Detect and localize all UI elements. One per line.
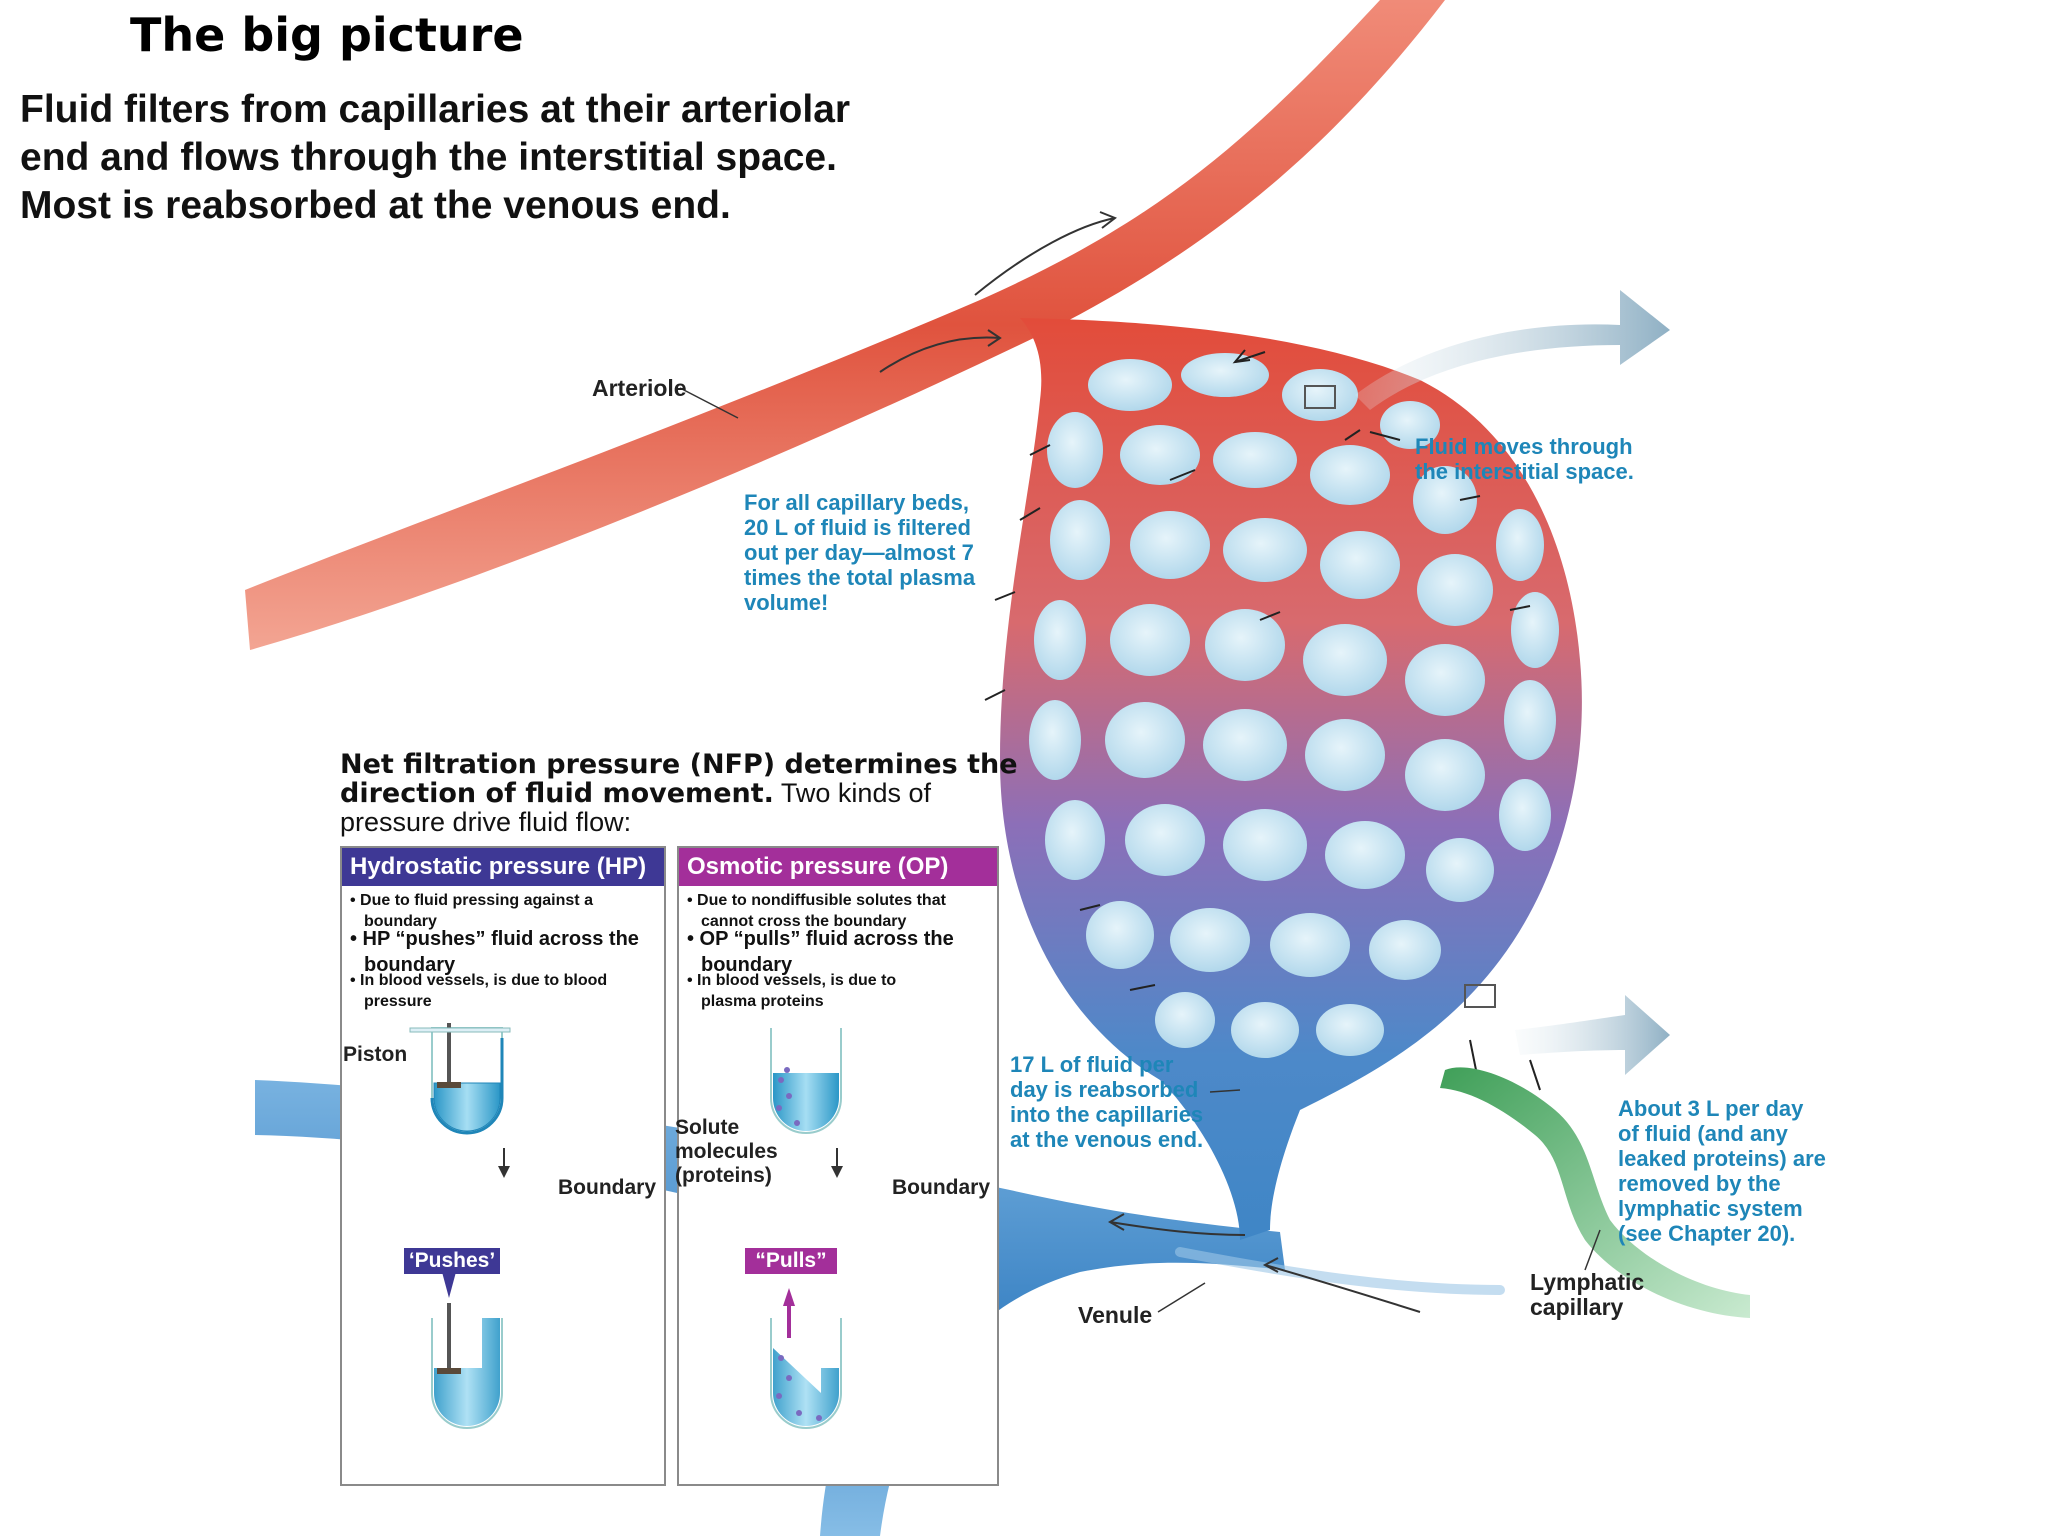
hp-bullet-text: pressure bbox=[364, 993, 432, 1010]
callout-line: out per day—almost 7 bbox=[744, 540, 974, 565]
lymphatic-label-line: capillary bbox=[1530, 1294, 1624, 1320]
op-bullet-1: • Due to nondiffusible solutes that canno… bbox=[687, 890, 946, 932]
op-bullet-text: plasma proteins bbox=[701, 993, 824, 1010]
pulls-badge: “Pulls” bbox=[745, 1248, 837, 1274]
op-header: Osmotic pressure (OP) bbox=[679, 848, 997, 886]
pointer-lines bbox=[679, 387, 1601, 1313]
intro-line: end and flows through the interstitial s… bbox=[20, 136, 837, 179]
reabsorbed-callout: 17 L of fluid per day is reabsorbed into… bbox=[1010, 1052, 1203, 1152]
venule-label: Venule bbox=[1078, 1302, 1153, 1328]
callout-line: Fluid moves through bbox=[1415, 434, 1633, 459]
callout-line: About 3 L per day bbox=[1618, 1096, 1804, 1121]
callout-line: at the venous end. bbox=[1010, 1127, 1204, 1152]
callout-line: into the capillaries bbox=[1010, 1102, 1204, 1127]
interstitial-flow-arrow-top bbox=[1355, 290, 1670, 410]
intro-line: Most is reabsorbed at the venous end. bbox=[20, 184, 731, 227]
callout-line: (see Chapter 20). bbox=[1618, 1221, 1796, 1246]
callout-line: For all capillary beds, bbox=[744, 490, 969, 515]
callout-line: lymphatic system bbox=[1618, 1196, 1803, 1221]
solute-label: Solute molecules (proteins) bbox=[675, 1116, 778, 1188]
lymph-callout: About 3 L per day of fluid (and any leak… bbox=[1618, 1096, 1826, 1246]
lymphatic-capillary-shape bbox=[1440, 1067, 1750, 1318]
filtered-callout: For all capillary beds, 20 L of fluid is… bbox=[744, 490, 975, 615]
intro-line: Fluid filters from capillaries at their … bbox=[20, 88, 851, 131]
arteriole-shape bbox=[245, 0, 1445, 650]
op-utube-illustration bbox=[770, 1028, 843, 1429]
callout-line: removed by the bbox=[1618, 1171, 1781, 1196]
op-bullet-text: • OP “pulls” fluid across the bbox=[687, 928, 954, 950]
hp-bullet-text: boundary bbox=[364, 913, 437, 930]
nfp-bold: Net filtration pressure (NFP) determines… bbox=[340, 749, 1018, 809]
callout-line: volume! bbox=[744, 590, 829, 615]
hp-utube-illustration bbox=[409, 1023, 511, 1429]
capillary-mesh bbox=[1029, 353, 1559, 1058]
lymphatic-capillary-label: Lymphatic capillary bbox=[1530, 1270, 1644, 1320]
op-panel: Osmotic pressure (OP) • Due to nondiffus… bbox=[675, 846, 999, 1486]
op-bullet-2: • OP “pulls” fluid across the boundary bbox=[687, 926, 954, 978]
op-bullet-text: boundary bbox=[701, 954, 793, 976]
arteriole-label: Arteriole bbox=[592, 375, 687, 401]
callout-line: 17 L of fluid per bbox=[1010, 1052, 1174, 1077]
callout-line: the interstitial space. bbox=[1415, 459, 1634, 484]
callout-line: day is reabsorbed bbox=[1010, 1077, 1199, 1102]
intro-text: Fluid filters from capillaries at their … bbox=[20, 86, 920, 230]
solute-label-line: (proteins) bbox=[675, 1164, 772, 1187]
lymphatic-label-line: Lymphatic bbox=[1530, 1269, 1645, 1295]
op-bullet-text: • In blood vessels, is due to bbox=[687, 972, 897, 989]
nfp-rest: Two kinds of pressure drive fluid flow: bbox=[340, 778, 931, 837]
piston-label: Piston bbox=[343, 1043, 408, 1066]
fluid-arrows bbox=[984, 349, 1541, 1091]
op-boundary-label: Boundary bbox=[892, 1176, 991, 1199]
callout-line: 20 L of fluid is filtered bbox=[744, 515, 971, 540]
hp-boundary-label: Boundary bbox=[558, 1176, 657, 1199]
venule-shape bbox=[255, 1080, 1285, 1536]
callout-line: leaked proteins) are bbox=[1618, 1146, 1826, 1171]
solute-label-line: molecules bbox=[675, 1140, 778, 1163]
op-bullet-text: cannot cross the boundary bbox=[701, 913, 907, 930]
blood-flow-arrows bbox=[879, 211, 1421, 1313]
callout-line: of fluid (and any bbox=[1618, 1121, 1788, 1146]
nfp-heading: Net filtration pressure (NFP) determines… bbox=[340, 750, 1020, 837]
hp-bullet-text: boundary bbox=[364, 954, 456, 976]
hp-bullet-text: • In blood vessels, is due to blood bbox=[350, 972, 608, 989]
hp-bullet-text: • Due to fluid pressing against a bbox=[350, 892, 593, 909]
interstitial-flow-arrow-bottom bbox=[1515, 995, 1670, 1075]
hp-panel: Hydrostatic pressure (HP) • Due to fluid… bbox=[340, 846, 666, 1486]
hp-header: Hydrostatic pressure (HP) bbox=[342, 848, 664, 886]
hp-bullet-3: • In blood vessels, is due to blood press… bbox=[350, 970, 607, 1012]
op-bullet-text: • Due to nondiffusible solutes that bbox=[687, 892, 946, 909]
pushes-badge: ‘Pushes’ bbox=[404, 1248, 500, 1274]
interstitial-callout: Fluid moves through the interstitial spa… bbox=[1415, 434, 1634, 484]
hp-bullet-1: • Due to fluid pressing against a boundar… bbox=[350, 890, 593, 932]
hp-bullet-text: • HP “pushes” fluid across the bbox=[350, 928, 639, 950]
op-bullet-3: • In blood vessels, is due to plasma prot… bbox=[687, 970, 896, 1012]
solute-label-line: Solute bbox=[675, 1116, 740, 1139]
page-title: The big picture bbox=[130, 8, 524, 62]
callout-line: times the total plasma bbox=[744, 565, 976, 590]
hp-bullet-2: • HP “pushes” fluid across the boundary bbox=[350, 926, 639, 978]
